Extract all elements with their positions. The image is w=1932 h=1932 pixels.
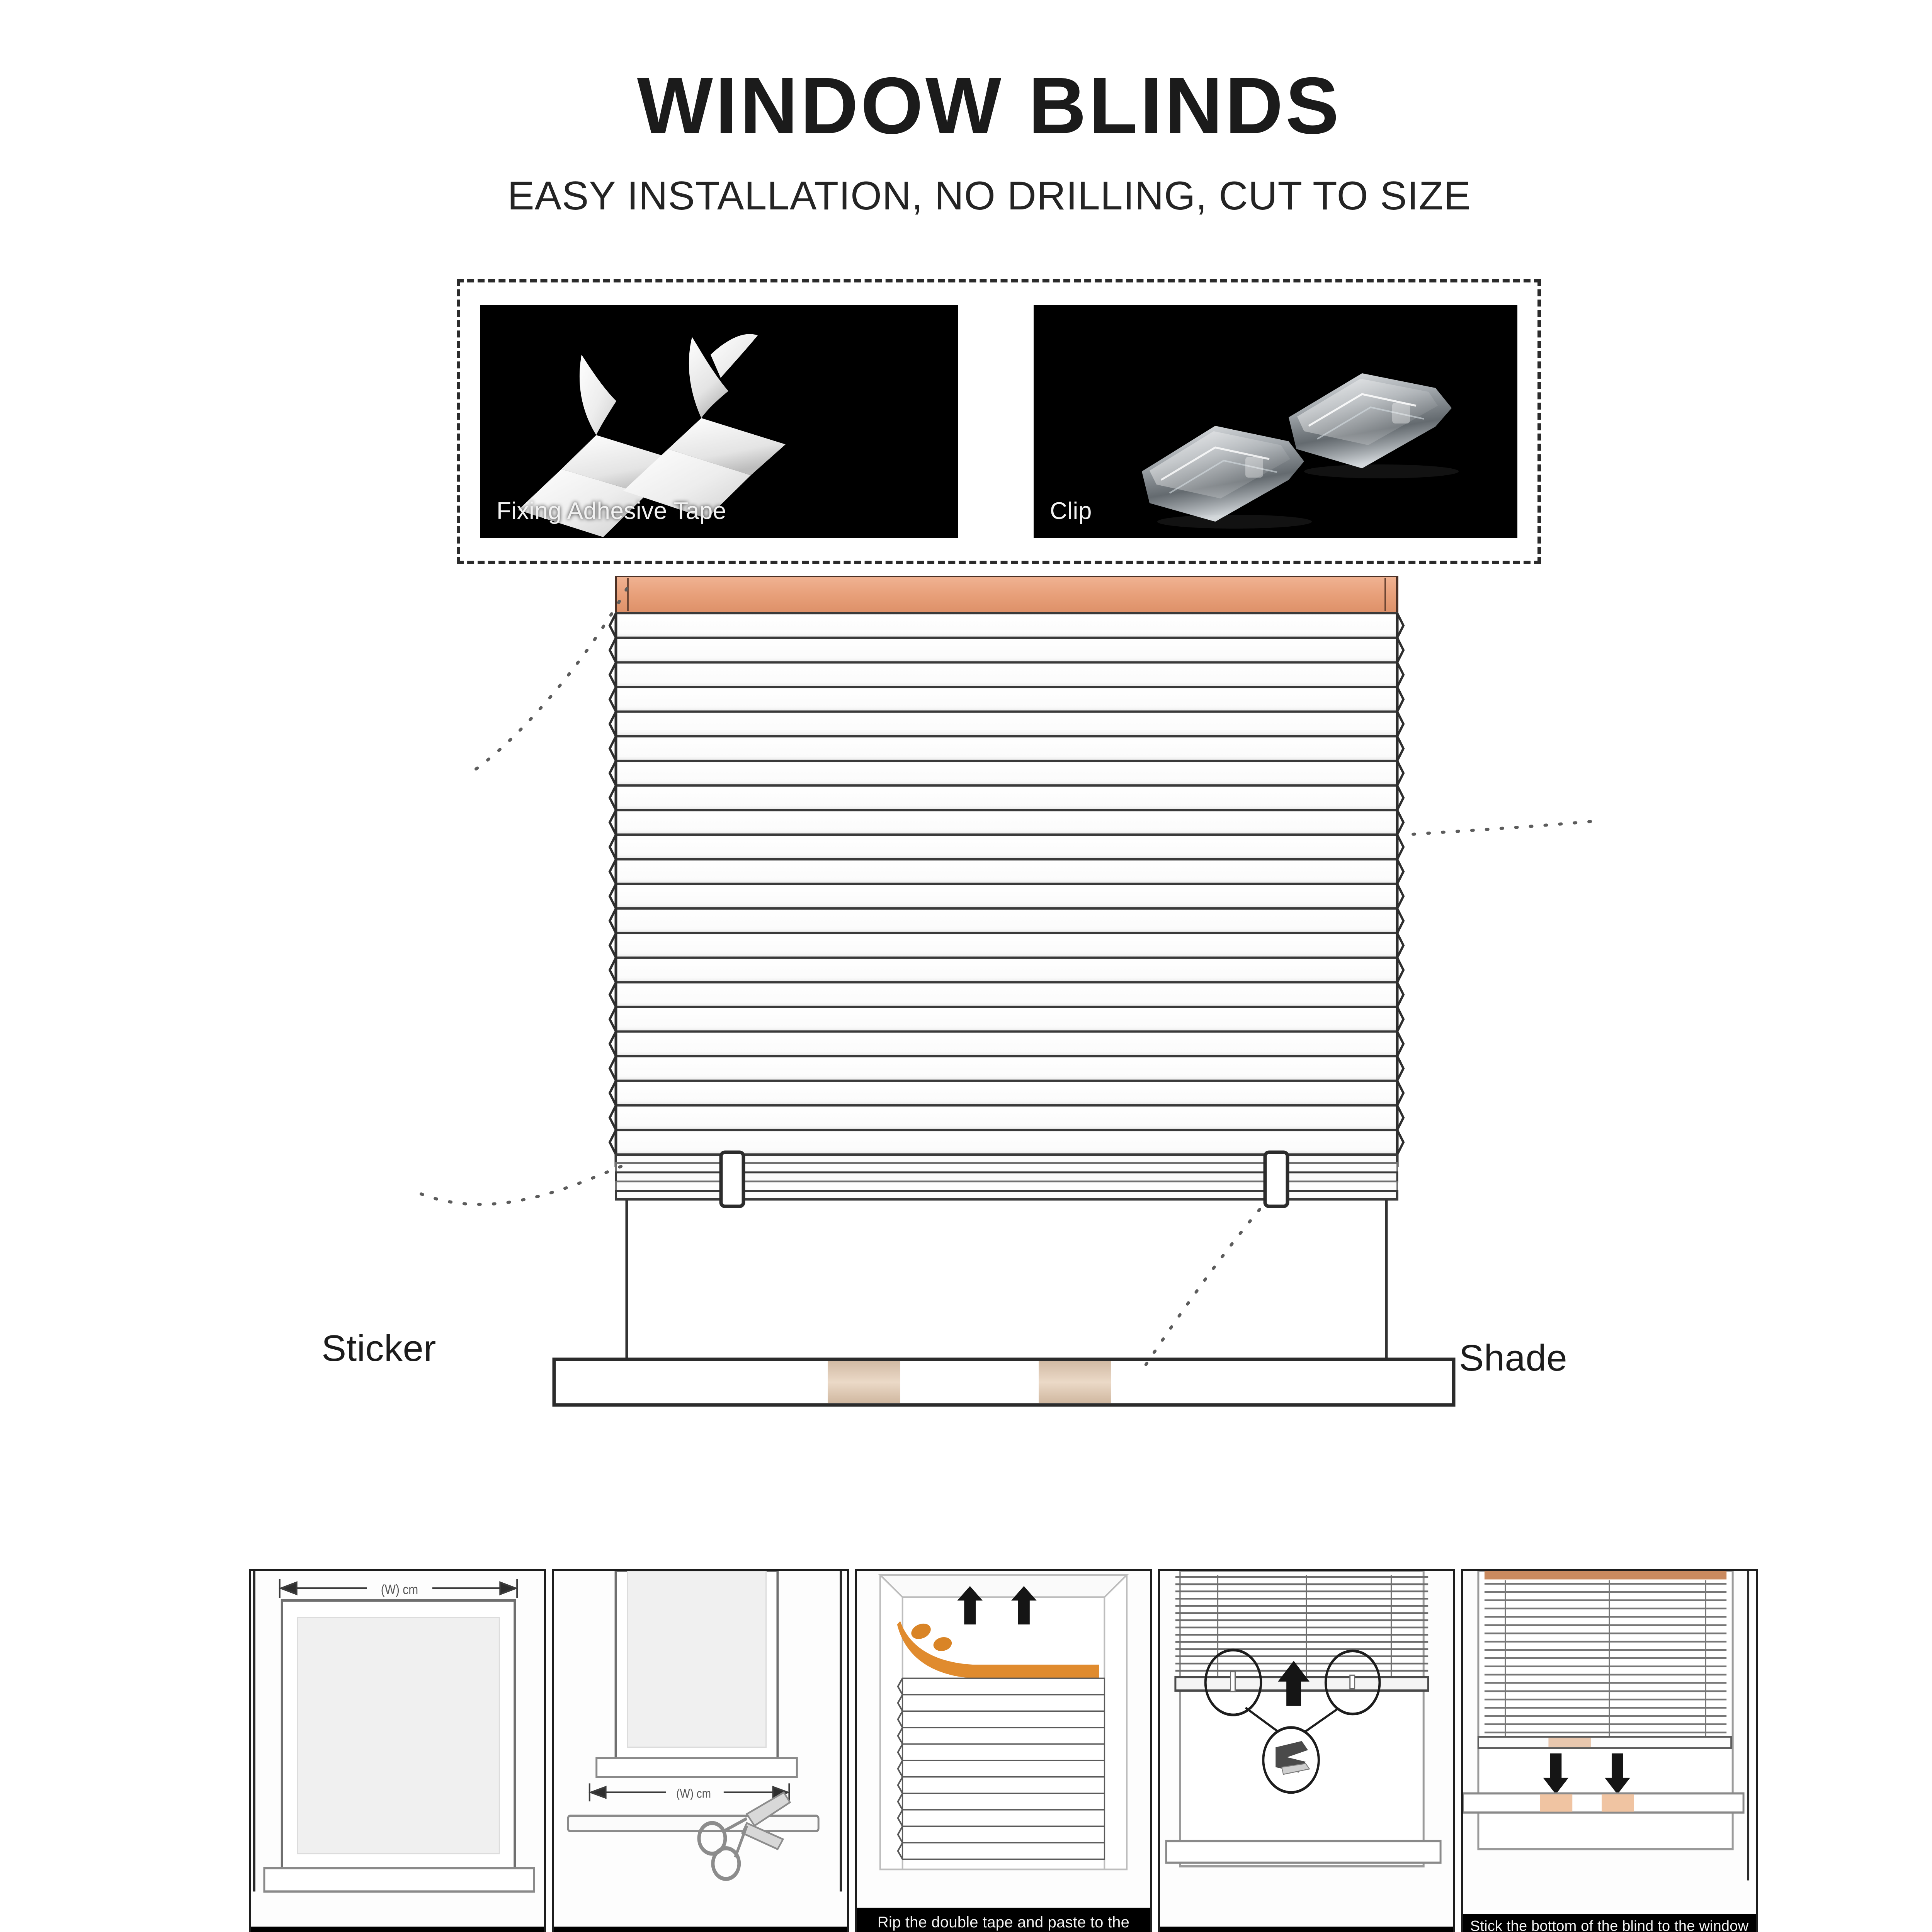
installation-steps-row: (W) cm Clean the window and measure the …	[249, 1569, 1761, 1932]
bottom-rail-assembly	[615, 1150, 1398, 1208]
clip-bracket-left	[719, 1150, 745, 1208]
clip-bracket-right	[1263, 1150, 1289, 1208]
step-5-caption: Stick the bottom of the blind to the win…	[1463, 1914, 1756, 1932]
callout-circle-left	[1204, 1648, 1262, 1716]
step-4-caption: Clip on to adjust the height	[1160, 1927, 1453, 1932]
step-2-caption: Cut the blind to required size	[554, 1927, 847, 1932]
leader-shade	[1405, 820, 1592, 836]
leader-sticker	[474, 582, 631, 770]
step-5-illustration	[1463, 1571, 1756, 1915]
page-subtitle: EASY INSTALLATION, NO DRILLING, CUT TO S…	[507, 173, 1471, 218]
sill-tape-patch-right	[1039, 1361, 1111, 1403]
adhesive-strip-orange	[897, 1621, 1099, 1679]
up-arrows	[957, 1586, 1037, 1625]
leader-tape	[1142, 1208, 1261, 1369]
step-card-4: Clip on to adjust the height	[1158, 1569, 1455, 1932]
step-1-caption: Clean the window and measure the size	[251, 1927, 544, 1932]
step-2-dimension-text: (W) cm	[676, 1787, 711, 1801]
headrail-sticker-bar	[615, 576, 1398, 614]
down-arrows	[1543, 1753, 1630, 1794]
label-sticker: Sticker	[321, 1328, 436, 1369]
up-arrow-center	[1278, 1661, 1310, 1706]
sill-tape-left	[1540, 1794, 1573, 1812]
width-dimension	[279, 1578, 518, 1598]
window-sill	[552, 1357, 1456, 1407]
included-parts-panel: Fixing Adhesive Tape	[457, 279, 1541, 564]
adhesive-tape-icon	[518, 334, 786, 537]
step-card-5: Stick the bottom of the blind to the win…	[1461, 1569, 1758, 1932]
part-caption-adhesive-tape: Fixing Adhesive Tape	[497, 498, 726, 524]
part-card-adhesive-tape: Fixing Adhesive Tape	[480, 305, 958, 538]
step-1-illustration: (W) cm	[251, 1571, 544, 1927]
page-header: WINDOW BLINDS EASY INSTALLATION, NO DRIL…	[0, 0, 1932, 219]
part-caption-clip: Clip	[1050, 498, 1092, 524]
step-card-2: (W) cm Cut the blind to required size	[552, 1569, 849, 1932]
sill-tape-patch-left	[828, 1361, 900, 1403]
leader-clip	[420, 1162, 631, 1206]
page-title: WINDOW BLINDS	[637, 61, 1342, 151]
step-card-3: Rip the double tape and paste to the win…	[855, 1569, 1152, 1932]
plastic-clip-icon	[1142, 373, 1459, 529]
step-3-caption: Rip the double tape and paste to the win…	[857, 1908, 1150, 1932]
sill-tape-right	[1602, 1794, 1634, 1812]
scissors-icon	[697, 1791, 791, 1881]
callout-circle-right	[1324, 1650, 1381, 1716]
leader-lines	[420, 582, 1592, 1369]
blind-illustration	[420, 576, 1592, 1407]
shade-pleat-stack	[608, 612, 1405, 1167]
label-shade: Shade	[1459, 1337, 1568, 1379]
step-3-illustration	[857, 1571, 1150, 1908]
step-card-1: (W) cm Clean the window and measure the …	[249, 1569, 546, 1932]
step-2-illustration: (W) cm	[554, 1571, 847, 1927]
exploded-blind-diagram: Sticker Shade Clip Fixing Adhesive Tape	[0, 576, 1932, 1773]
part-card-clip: Clip	[1034, 305, 1517, 538]
pleat-stack	[902, 1677, 1105, 1860]
width-dimension	[588, 1783, 791, 1802]
step-1-dimension-text: (W) cm	[381, 1582, 418, 1597]
step-4-illustration	[1160, 1571, 1453, 1927]
